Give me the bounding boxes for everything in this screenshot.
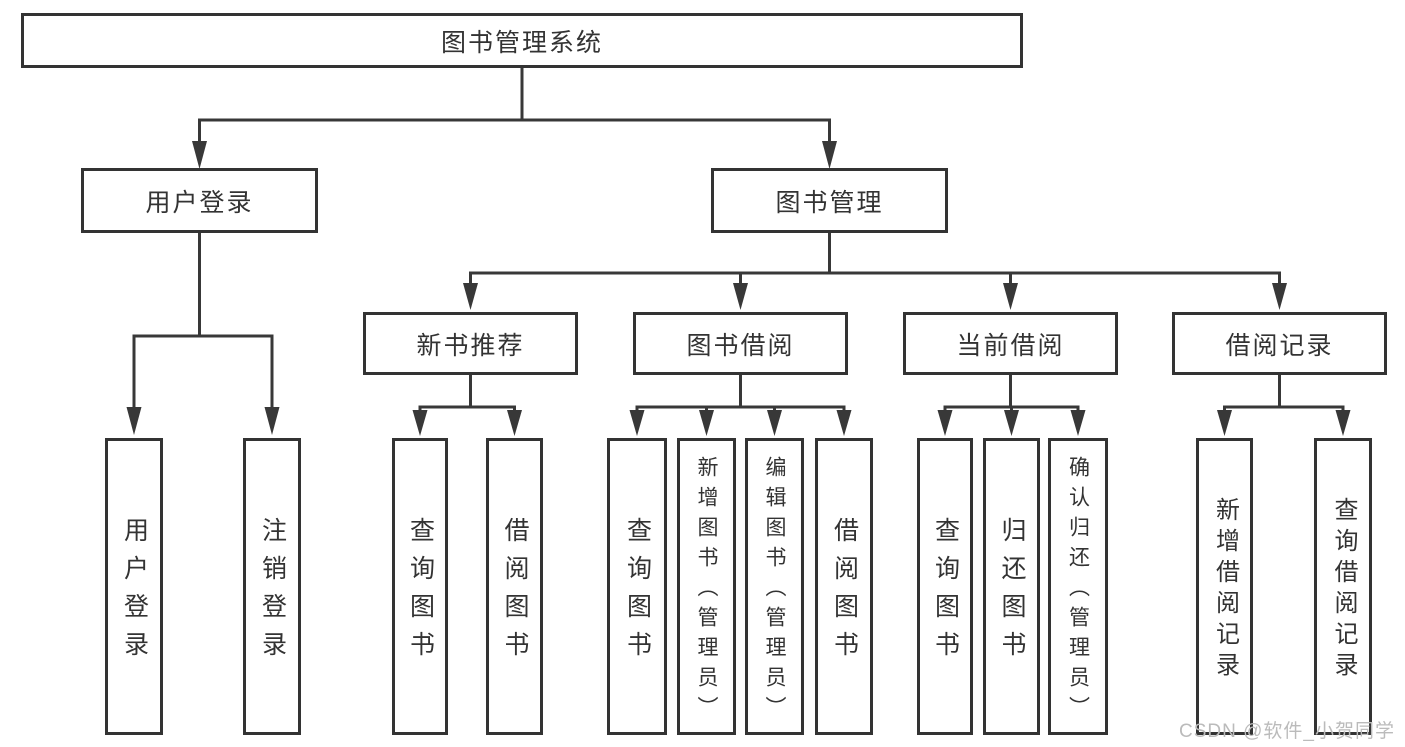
leaf-borrow-add-books-admin: 新增图书（管理员） bbox=[677, 438, 736, 735]
watermark: CSDN @软件_小贺同学 bbox=[1179, 721, 1395, 742]
node-label: 新书推荐 bbox=[416, 331, 525, 360]
node-label: 查询借阅记录 bbox=[1330, 497, 1357, 683]
leaf-records-query: 查询借阅记录 bbox=[1314, 438, 1372, 735]
node-label: 查询图书 bbox=[406, 517, 435, 669]
leaf-borrow-query-books: 查询图书 bbox=[607, 438, 667, 735]
node-label: 确认归还（管理员） bbox=[1066, 456, 1090, 726]
node-label: 图书管理 bbox=[775, 188, 884, 217]
leaf-new-books-query: 查询图书 bbox=[392, 438, 448, 735]
node-label: 图书借阅 bbox=[686, 331, 795, 360]
leaf-records-add: 新增借阅记录 bbox=[1196, 438, 1253, 735]
node-label: 借阅图书 bbox=[830, 517, 859, 669]
node-label: 借阅记录 bbox=[1225, 331, 1334, 360]
leaf-current-query-books: 查询图书 bbox=[917, 438, 973, 735]
node-root: 图书管理系统 bbox=[21, 13, 1023, 68]
node-label: 用户登录 bbox=[145, 188, 254, 217]
leaf-current-return-books: 归还图书 bbox=[983, 438, 1040, 735]
node-label: 新增图书（管理员） bbox=[695, 456, 718, 726]
node-label: 借阅图书 bbox=[501, 517, 529, 669]
node-label: 用户登录 bbox=[120, 517, 149, 669]
node-label: 当前借阅 bbox=[956, 331, 1065, 360]
node-book-borrow: 图书借阅 bbox=[633, 312, 848, 375]
node-label: 图书管理系统 bbox=[440, 28, 603, 57]
leaf-user-login: 用户登录 bbox=[105, 438, 163, 735]
node-borrow-records: 借阅记录 bbox=[1172, 312, 1387, 375]
node-label: 注销登录 bbox=[258, 517, 287, 669]
node-label: 归还图书 bbox=[998, 517, 1026, 669]
node-label: 查询图书 bbox=[931, 517, 960, 669]
leaf-current-confirm-return-admin: 确认归还（管理员） bbox=[1048, 438, 1108, 735]
node-label: 查询图书 bbox=[623, 517, 652, 669]
node-new-books: 新书推荐 bbox=[363, 312, 578, 375]
leaf-logout: 注销登录 bbox=[243, 438, 301, 735]
leaf-new-books-borrow: 借阅图书 bbox=[486, 438, 543, 735]
node-label: 新增借阅记录 bbox=[1211, 497, 1239, 683]
node-label: 编辑图书（管理员） bbox=[763, 456, 786, 726]
node-book-mgmt: 图书管理 bbox=[711, 168, 948, 233]
node-user-login: 用户登录 bbox=[81, 168, 318, 233]
leaf-borrow-edit-books-admin: 编辑图书（管理员） bbox=[745, 438, 804, 735]
leaf-borrow-borrow-books: 借阅图书 bbox=[815, 438, 873, 735]
node-current-borrow: 当前借阅 bbox=[903, 312, 1118, 375]
